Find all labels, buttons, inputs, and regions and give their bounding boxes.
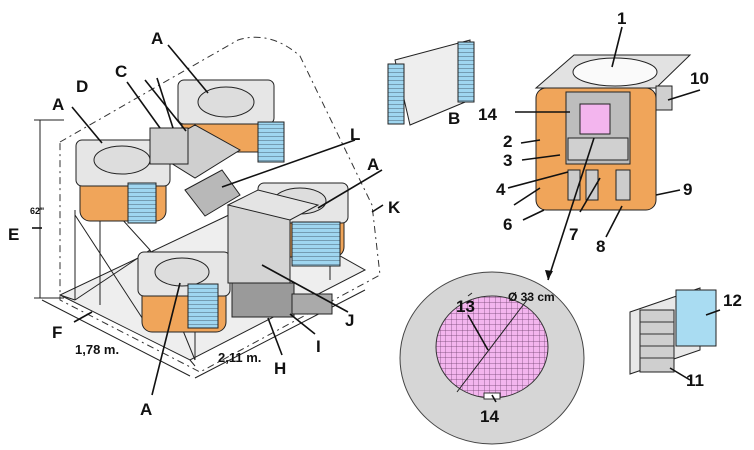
label-j: J xyxy=(345,311,354,330)
label-4: 4 xyxy=(496,180,506,199)
dimension-diameter: Ø 33 cm xyxy=(508,290,555,304)
label-3: 3 xyxy=(503,151,512,170)
detector-cutaway xyxy=(534,54,692,211)
module-a-bottom xyxy=(137,251,231,333)
label-a-right: A xyxy=(367,155,379,174)
label-7: 7 xyxy=(569,225,578,244)
dimension-width-2: 2,11 m. xyxy=(218,350,261,365)
label-14-bottom: 14 xyxy=(480,407,499,426)
label-d: D xyxy=(76,77,88,96)
label-b: B xyxy=(448,109,460,128)
label-c: C xyxy=(115,62,127,81)
label-8: 8 xyxy=(596,237,605,256)
label-k: K xyxy=(388,198,401,217)
label-f: F xyxy=(52,323,62,342)
width1-dimension-line xyxy=(41,299,191,377)
module-a-left xyxy=(75,139,171,224)
label-11: 11 xyxy=(686,371,704,390)
part-b-panel xyxy=(387,39,475,126)
label-2: 2 xyxy=(503,132,512,151)
dimension-height: 62" xyxy=(30,206,44,216)
labels: A A A A B C D E F H I J K L 1 2 3 4 6 7 … xyxy=(8,9,742,426)
label-a-top: A xyxy=(151,29,163,48)
label-e: E xyxy=(8,225,19,244)
label-13: 13 xyxy=(456,297,475,316)
detail-disk xyxy=(399,271,585,445)
label-14-top: 14 xyxy=(478,105,497,124)
label-1: 1 xyxy=(617,9,626,28)
leader-lines xyxy=(32,26,721,403)
label-a-bottom: A xyxy=(140,400,152,419)
label-i: I xyxy=(316,337,321,356)
label-10: 10 xyxy=(690,69,709,88)
label-l: L xyxy=(350,125,360,144)
dimension-width-1: 1,78 m. xyxy=(75,342,119,357)
label-a-left: A xyxy=(52,95,64,114)
label-h: H xyxy=(274,359,286,378)
width2-dimension-line xyxy=(194,289,366,379)
label-12: 12 xyxy=(723,291,742,310)
central-electronics xyxy=(149,124,333,318)
label-6: 6 xyxy=(503,215,512,234)
main-assembly xyxy=(34,36,381,379)
disk-callout-line xyxy=(547,137,595,281)
label-9: 9 xyxy=(683,180,692,199)
part-11-12-module xyxy=(629,287,717,375)
